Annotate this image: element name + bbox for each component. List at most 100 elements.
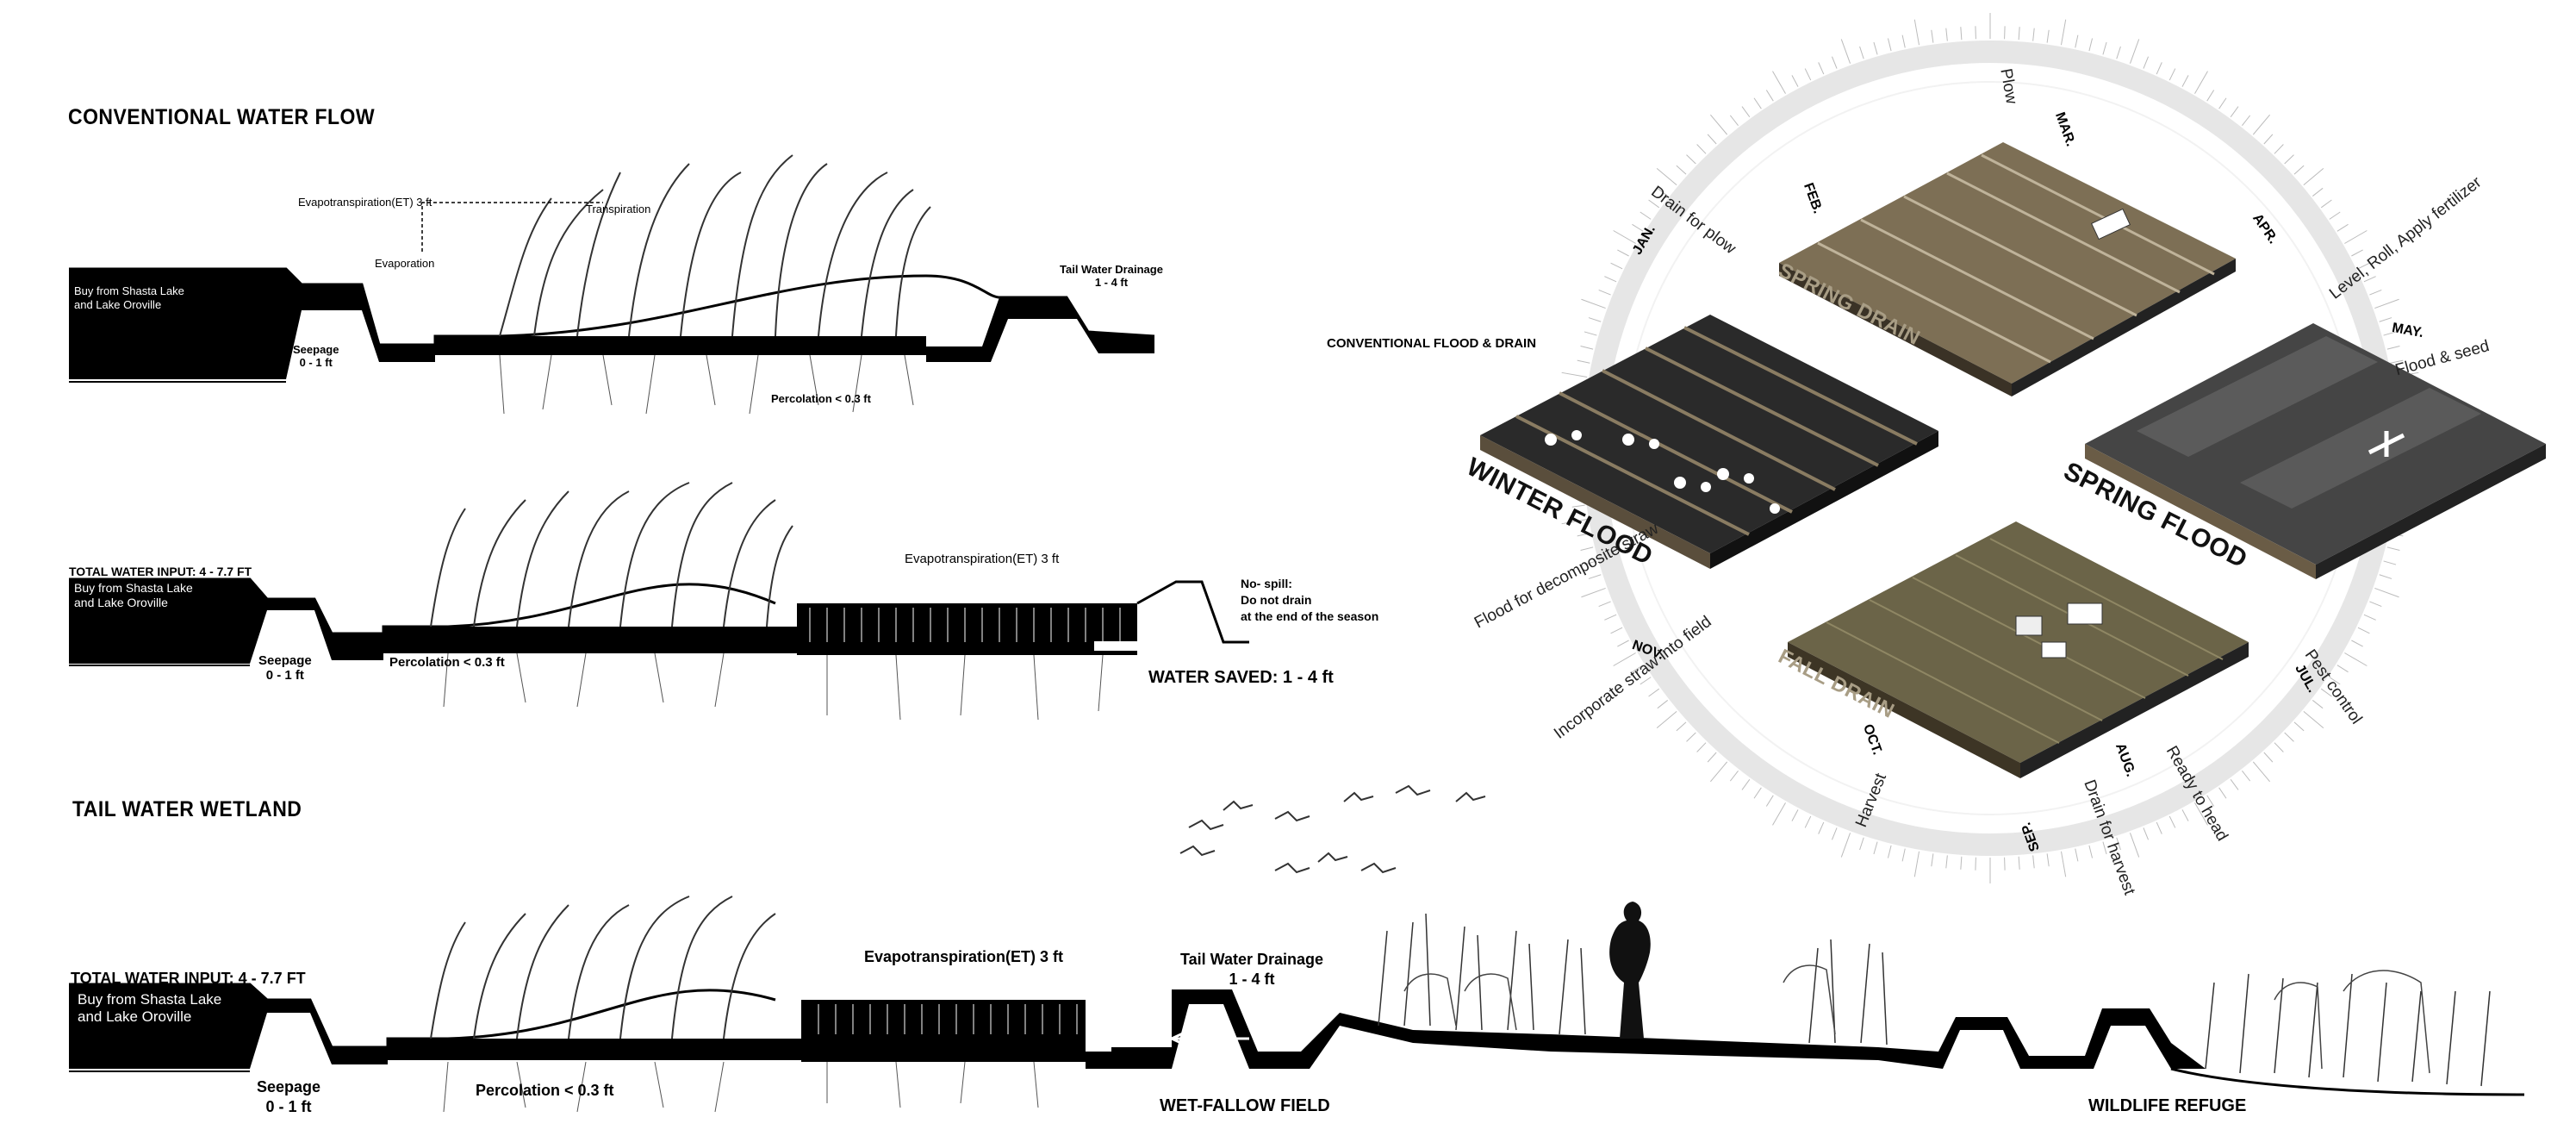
ring-tick [1710, 115, 1727, 134]
ring-tick [2144, 827, 2149, 840]
plot-fall-drain [1788, 521, 2249, 778]
ring-tick [2033, 28, 2035, 41]
ring-tick [1649, 689, 1659, 696]
ring-tick [2207, 90, 2214, 101]
ring-tick [1677, 722, 1686, 731]
ring-tick [1687, 733, 1696, 741]
ring-tick [2242, 771, 2249, 781]
ring-tick [1773, 72, 1786, 94]
ring-tick [1832, 827, 1837, 840]
ring-tick [2312, 700, 2323, 708]
ring-tick [1730, 771, 1738, 781]
ring-tick [2294, 165, 2304, 174]
ring-tick [2330, 212, 2340, 219]
ring-tick [1946, 28, 1948, 41]
ring-tick [1562, 372, 1588, 377]
ring-tick [1657, 711, 1677, 727]
ring-tick [1611, 627, 1622, 634]
ring-tick [2005, 26, 2006, 39]
ring-tick [2351, 250, 2362, 256]
ring-tick [1902, 35, 1905, 48]
ring-tick [2117, 47, 2121, 59]
ring-tick [2231, 779, 2238, 790]
ring-tick [1599, 290, 1611, 295]
ring-tick [2061, 20, 2065, 46]
ring-tick [2195, 72, 2208, 94]
ring-tick [1961, 857, 1962, 870]
ring-tick [1614, 231, 1636, 244]
ring-tick [1902, 849, 1905, 862]
ring-tick [2285, 733, 2294, 741]
ring-tick [1888, 39, 1891, 52]
ring-tick [2182, 75, 2188, 86]
cycle-title: CONVENTIONAL FLOOD & DRAIN [1327, 336, 1536, 351]
ring-tick [1687, 155, 1696, 164]
ring-tick [2285, 155, 2294, 164]
ring-tick [1710, 762, 1727, 782]
ring-tick [2033, 855, 2035, 868]
plot-spring-drain [1779, 142, 2236, 396]
ring-tick [1697, 145, 1706, 154]
ring-tick [1697, 743, 1706, 752]
ring-tick [1860, 47, 1864, 59]
ring-tick [1708, 752, 1716, 762]
ring-tick [2264, 134, 2273, 144]
ring-tick [2103, 42, 2106, 54]
ring-tick [1604, 277, 1616, 282]
ring-tick [1841, 833, 1850, 857]
ring-tick [2369, 602, 2381, 607]
ring-tick [2219, 788, 2226, 798]
ring-tick [1611, 263, 1622, 269]
ring-tick [1754, 788, 1761, 798]
ring-tick [2075, 35, 2078, 48]
ring-tick [1946, 855, 1948, 868]
ring-tick [1805, 69, 1811, 80]
ring-tick [1730, 115, 1738, 126]
ring-tick [2304, 168, 2324, 184]
ring-tick [2364, 615, 2376, 620]
ring-tick [2130, 833, 2138, 857]
ring-tick [2384, 561, 2396, 565]
ring-tick [2231, 107, 2238, 117]
ring-tick [1932, 853, 1933, 866]
ring-tick [2374, 588, 2399, 596]
ring-tick [2130, 39, 2138, 63]
plot-winter-flood [1480, 315, 1938, 569]
ring-tick [2294, 722, 2304, 731]
ring-tick [2253, 762, 2269, 782]
ring-tick [2264, 752, 2273, 762]
ring-tick [1617, 250, 1628, 256]
ring-tick [2344, 653, 2367, 666]
ring-tick [1657, 168, 1677, 184]
ring-tick [2337, 665, 2349, 672]
ring-tick [2047, 30, 2049, 43]
ring-tick [1819, 62, 1824, 74]
ring-tick [2182, 809, 2188, 821]
ring-tick [1773, 802, 1786, 825]
ring-tick [1581, 588, 1605, 596]
ring-tick [2321, 200, 2331, 208]
ring-tick [2369, 290, 2381, 295]
ring-tick [1754, 98, 1761, 109]
ring-tick [2380, 575, 2392, 579]
ring-tick [1766, 796, 1773, 807]
ring-tick [1874, 42, 1877, 54]
ring-tick [1614, 653, 1636, 666]
ring-tick [1792, 809, 1798, 821]
ring-tick [1604, 615, 1616, 620]
ring-tick [2380, 318, 2392, 322]
ring-tick [2374, 299, 2399, 308]
ring-tick [2156, 822, 2162, 834]
ring-tick [1658, 700, 1668, 708]
ring-tick [1874, 842, 1877, 854]
ring-tick [1888, 846, 1891, 858]
ring-tick [1914, 852, 1919, 877]
ring-tick [1841, 39, 1850, 63]
ring-tick [2061, 852, 2065, 877]
ring-tick [2169, 69, 2175, 80]
ring-tick [2304, 711, 2324, 727]
ring-tick [1677, 165, 1686, 174]
ring-tick [1860, 838, 1864, 850]
ring-tick [2351, 640, 2362, 646]
